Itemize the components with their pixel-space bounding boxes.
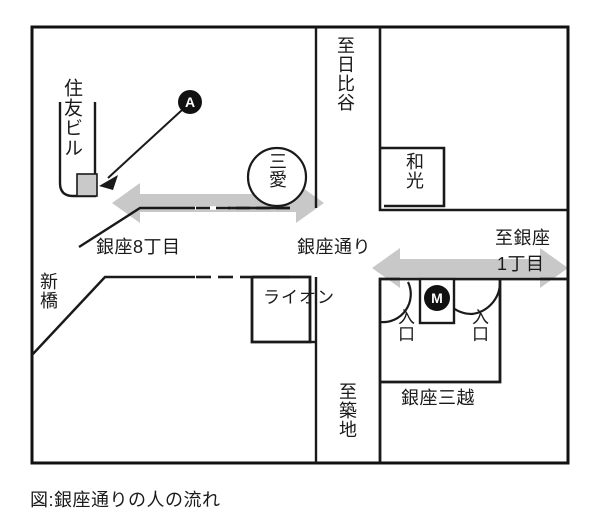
mitsukoshi-block-edge [378, 277, 568, 463]
figure-caption: 図:銀座通りの人の流れ [30, 490, 221, 510]
mitsukoshi-building-label: 銀座三越 [401, 388, 475, 408]
entrance-left-label: 入口 [395, 308, 414, 342]
sumitomo-building-corner [76, 173, 98, 197]
marker-a-arrowhead [99, 175, 118, 190]
direction-to-ginza-1chome-line2: 1丁目 [497, 254, 545, 274]
map-frame [30, 25, 570, 465]
metro-marker-circle [424, 285, 450, 311]
marker-a-circle [178, 90, 202, 114]
marker-a-leader-line [107, 109, 183, 179]
street-ginza-8chome-label: 銀座8丁目 [96, 237, 181, 257]
flow-arrow-west [112, 183, 324, 223]
direction-to-ginza-1chome-line1: 至銀座 [495, 228, 551, 248]
lower-left-block-edge [31, 275, 195, 356]
metro-marker-label: M [431, 290, 443, 306]
wako-building-label: 和光 [404, 152, 424, 190]
entrance-right-label: 入口 [469, 308, 488, 342]
entrance-left-arc [379, 281, 412, 324]
direction-to-hibiya-label: 至日比谷 [335, 36, 355, 112]
upper-right-block-edge [378, 27, 568, 212]
sumitomo-building-label: 住友ビル [61, 78, 82, 158]
street-ginza-dori-label: 銀座通り [297, 237, 371, 257]
sanai-building-circle [246, 146, 308, 208]
lion-restaurant-label: ライオン [263, 286, 335, 311]
direction-to-tsukiji-label: 至築地 [337, 382, 357, 439]
sanai-building-label: 三愛 [267, 152, 287, 188]
wako-building-box [384, 146, 446, 208]
sumitomo-building-outline [58, 102, 97, 198]
mitsukoshi-entrance-recess [380, 279, 502, 384]
flow-arrow-east [372, 248, 568, 288]
lion-label-text: ライオン [263, 288, 335, 307]
street-shimbashi-label: 新橋 [38, 272, 58, 310]
marker-a-label: A [185, 94, 195, 110]
